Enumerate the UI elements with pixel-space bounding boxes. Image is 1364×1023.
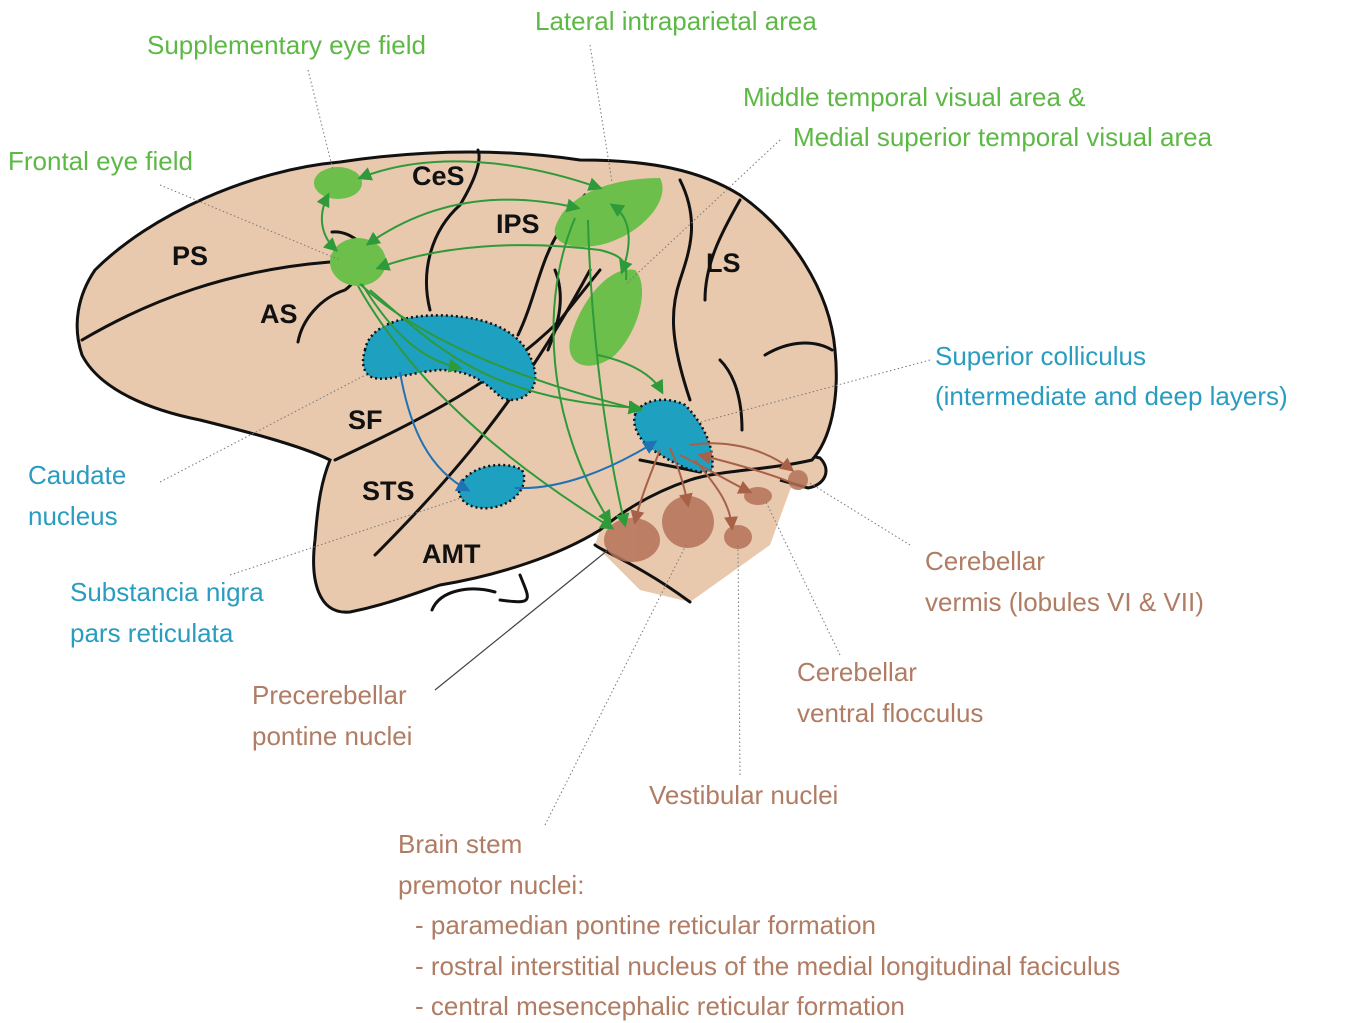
label-brainstem-item-1: - paramedian pontine reticular formation: [415, 912, 876, 938]
label-sc-line2: (intermediate and deep layers): [935, 383, 1288, 409]
label-brainstem-line1: Brain stem: [398, 831, 522, 857]
label-vestibular-nuclei: Vestibular nuclei: [649, 782, 838, 808]
label-pontine-line2: pontine nuclei: [252, 723, 412, 749]
sulcus-sts: STS: [362, 478, 415, 505]
sef-region: [314, 167, 362, 199]
vermis-region: [788, 470, 808, 490]
label-brainstem-item-3: - central mesencephalic reticular format…: [415, 993, 905, 1019]
label-sc-line1: Superior colliculus: [935, 343, 1146, 369]
flocculus-region: [744, 487, 772, 505]
label-pontine-line1: Precerebellar: [252, 682, 407, 708]
label-flocculus-line1: Cerebellar: [797, 659, 917, 685]
label-mt-line2: Medial superior temporal visual area: [793, 124, 1212, 150]
label-flocculus-line2: ventral flocculus: [797, 700, 983, 726]
label-snr-line2: pars reticulata: [70, 620, 233, 646]
label-supplementary-eye-field: Supplementary eye field: [147, 32, 426, 58]
sulcus-ls: LS: [706, 250, 741, 277]
sulcus-ces: CeS: [412, 163, 465, 190]
label-brainstem-line2: premotor nuclei:: [398, 872, 584, 898]
label-lateral-intraparietal-area: Lateral intraparietal area: [535, 8, 817, 34]
sulcus-ps: PS: [172, 243, 208, 270]
label-snr-line1: Substancia nigra: [70, 579, 264, 605]
label-mt-line1: Middle temporal visual area &: [743, 84, 1086, 110]
label-caudate-line2: nucleus: [28, 503, 118, 529]
pontine-nuclei-region: [604, 518, 660, 562]
sulcus-sf: SF: [348, 407, 383, 434]
label-brainstem-item-2: - rostral interstitial nucleus of the me…: [415, 953, 1120, 979]
label-vermis-line1: Cerebellar: [925, 548, 1045, 574]
sulcus-ips: IPS: [496, 211, 540, 238]
label-vermis-line2: vermis (lobules VI & VII): [925, 589, 1204, 615]
fef-region: [330, 238, 386, 286]
vestibular-region: [724, 525, 752, 549]
sulcus-amt: AMT: [422, 541, 480, 568]
sulcus-as: AS: [260, 301, 298, 328]
label-frontal-eye-field: Frontal eye field: [8, 148, 193, 174]
label-caudate-line1: Caudate: [28, 462, 126, 488]
